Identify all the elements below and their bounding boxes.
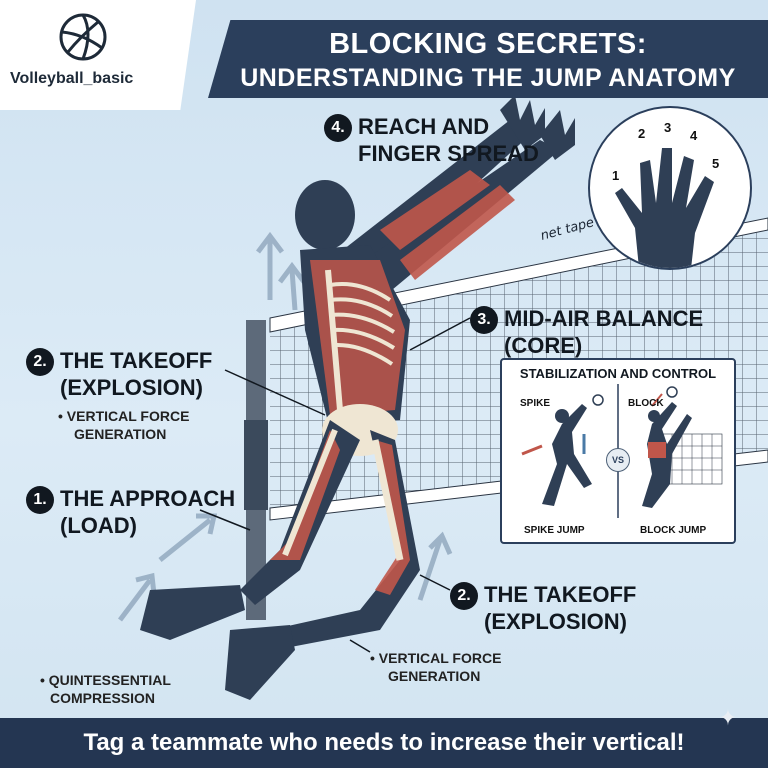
takeoff-right-sub-l2: GENERATION (388, 668, 481, 684)
finger-number: 1 (612, 168, 619, 183)
step-number: 1. (26, 486, 54, 514)
label-reach-l1: REACH AND (358, 113, 490, 139)
hand-icon: 1 2 3 4 5 (612, 120, 719, 268)
pointer-lines (199, 317, 471, 653)
motion-arrows (118, 231, 453, 622)
inset-left-caption: SPIKE JUMP (524, 525, 585, 536)
label-balance: 3.MID-AIR BALANCE (CORE) (470, 306, 703, 357)
volleyball-icon (59, 13, 107, 61)
label-reach: 4.REACH AND FINGER SPREAD (324, 114, 539, 165)
inset-right-tag: BLOCK (628, 398, 664, 409)
finger-number: 5 (712, 156, 719, 171)
finger-number: 4 (690, 128, 698, 143)
title-banner: BLOCKING SECRETS: UNDERSTANDING THE JUMP… (208, 20, 768, 98)
label-balance-l1: MID-AIR BALANCE (504, 305, 704, 331)
takeoff-left-sub-l2: GENERATION (74, 426, 167, 442)
brand-card: Volleyball_basic (0, 0, 196, 110)
vs-badge: VS (606, 448, 630, 472)
label-takeoff-right-l2: (EXPLOSION) (484, 609, 628, 634)
approach-sub-l2: COMPRESSION (50, 690, 156, 706)
label-approach: 1.THE APPROACH (LOAD) (26, 486, 235, 537)
takeoff-right-sub-l1: • VERTICAL FORCE (370, 650, 502, 666)
finger-number: 2 (638, 126, 645, 141)
takeoff-left-sub-l1: • VERTICAL FORCE (58, 408, 190, 424)
step-number: 3. (470, 306, 498, 334)
label-approach-l1: THE APPROACH (60, 485, 236, 511)
inset-left-tag: SPIKE (520, 398, 551, 409)
athlete-body (140, 95, 575, 700)
label-approach-l2: (LOAD) (60, 513, 137, 538)
label-takeoff-right-l1: THE TAKEOFF (484, 581, 637, 607)
comparison-inset: STABILIZATION AND CONTROL SPIKE (500, 358, 736, 544)
call-to-action-footer: Tag a teammate who needs to increase the… (0, 718, 768, 768)
inset-title: STABILIZATION AND CONTROL (519, 366, 717, 381)
page-subtitle: UNDERSTANDING THE JUMP ANATOMY (240, 64, 736, 92)
step-number: 2. (450, 582, 478, 610)
inset-right-caption: BLOCK JUMP (640, 525, 707, 536)
sparkle-icon: ✦ (718, 705, 738, 730)
label-reach-l2: FINGER SPREAD (358, 141, 539, 166)
label-takeoff-right: 2.THE TAKEOFF (EXPLOSION) (450, 582, 636, 633)
label-balance-l2: (CORE) (504, 333, 583, 358)
approach-sub-l1: • QUINTESSENTIAL (40, 672, 171, 688)
brand-name: Volleyball_basic (10, 70, 134, 87)
label-takeoff-left-l1: THE TAKEOFF (60, 347, 213, 373)
finger-number: 3 (664, 120, 671, 135)
label-takeoff-left: 2.THE TAKEOFF (EXPLOSION) (26, 348, 212, 399)
label-takeoff-left-l2: (EXPLOSION) (60, 375, 204, 400)
step-number: 2. (26, 348, 54, 376)
step-number: 4. (324, 114, 352, 142)
comparison-figures (521, 384, 723, 518)
page-title: BLOCKING SECRETS: (329, 28, 647, 60)
finger-spread-detail: 1 2 3 4 5 (588, 106, 752, 270)
